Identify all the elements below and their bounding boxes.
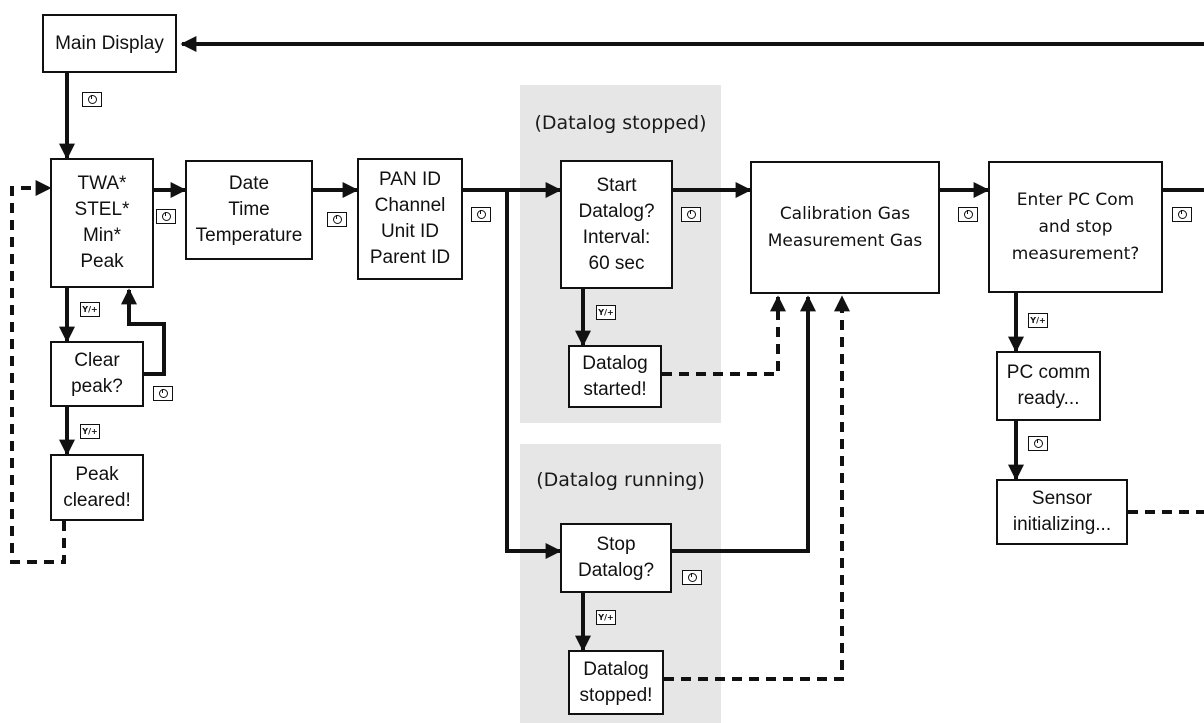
stop-line: Stop (596, 534, 636, 555)
datalog-stopped-line1: Datalog (583, 658, 649, 680)
yes-plus-key-icon: Y/+ (80, 302, 100, 317)
clear-peak-box: Clear peak? (50, 341, 144, 407)
datalog-stopped-line2: stopped! (579, 684, 653, 706)
datetime-box: Date Time Temperature (185, 160, 313, 260)
pan-box: PAN ID Channel Unit ID Parent ID (357, 158, 463, 280)
sensor-init-line2: initializing... (1012, 514, 1112, 535)
stop-to-calibration-arrow (672, 295, 816, 553)
peak-cleared-line1: Peak (75, 463, 119, 485)
unit-id-label: Unit ID (380, 221, 440, 242)
power-button-icon (681, 207, 701, 222)
power-button-icon (82, 92, 102, 107)
parent-id-label: Parent ID (369, 247, 451, 268)
yes-plus-key-icon: Y/+ (1028, 313, 1048, 328)
stop-datalog-box: Stop Datalog? (560, 523, 672, 593)
datalog-stopped-label: (Datalog stopped) (534, 112, 707, 134)
sensor-init-line1: Sensor (1031, 488, 1093, 509)
yes-plus-key-icon: Y/+ (80, 424, 100, 439)
start-label: Start (596, 174, 637, 196)
stats-box: TWA* STEL* Min* Peak (50, 158, 154, 288)
main-display-box: Main Display (42, 14, 177, 73)
interval-value: 60 sec (588, 252, 645, 274)
datalog-started-box: Datalog started! (568, 345, 662, 408)
twa-label: TWA* (77, 173, 127, 194)
power-button-icon (1028, 436, 1048, 451)
min-label: Min* (82, 225, 121, 246)
power-button-icon (471, 207, 491, 222)
clear-peak-line1: Clear (74, 350, 120, 371)
time-label: Time (228, 199, 270, 220)
peak-label: Peak (80, 251, 124, 272)
datalog-running-label: (Datalog running) (536, 469, 705, 491)
datalog-stopped-box: Datalog stopped! (568, 650, 664, 715)
measurement-gas-label: Measurement Gas (767, 230, 923, 251)
peak-cleared-line2: cleared! (63, 489, 131, 511)
datalog-question-label: Datalog? (578, 200, 655, 222)
pc-ready-box: PC comm ready... (996, 351, 1101, 421)
interval-label: Interval: (582, 226, 651, 248)
main-display-text: Main Display (55, 32, 164, 54)
yes-plus-key-icon: Y/+ (596, 305, 616, 320)
power-button-icon (682, 570, 702, 585)
calibration-gas-label: Calibration Gas (779, 203, 911, 224)
pc-com-line1: Enter PC Com (1016, 189, 1135, 210)
date-label: Date (228, 173, 270, 194)
power-button-icon (156, 209, 176, 224)
pc-ready-line2: ready... (1017, 388, 1080, 409)
pc-com-line3: measurement? (1011, 243, 1140, 264)
temperature-label: Temperature (195, 225, 303, 246)
peak-cleared-box: Peak cleared! (50, 454, 144, 521)
stel-label: STEL* (74, 199, 130, 220)
calibration-box: Calibration Gas Measurement Gas (750, 161, 940, 294)
pc-com-line2: and stop (1038, 216, 1113, 237)
pc-com-box: Enter PC Com and stop measurement? (988, 161, 1163, 293)
channel-label: Channel (374, 195, 446, 216)
sensor-init-box: Sensor initializing... (996, 479, 1128, 545)
start-datalog-box: Start Datalog? Interval: 60 sec (560, 160, 673, 289)
power-button-icon (327, 212, 347, 227)
power-button-icon (1172, 207, 1192, 222)
clear-back-arrow (121, 288, 166, 376)
clear-peak-line2: peak? (71, 376, 123, 397)
datalog-started-line1: Datalog (582, 352, 648, 374)
yes-plus-key-icon: Y/+ (596, 610, 616, 625)
pan-to-stop-arrow (505, 190, 562, 559)
pc-ready-line1: PC comm (1006, 362, 1091, 383)
pan-id-label: PAN ID (379, 169, 441, 190)
power-button-icon (153, 386, 173, 401)
power-button-icon (958, 207, 978, 222)
stopped-to-calibration-dashed (664, 295, 850, 681)
started-to-calibration-dashed (662, 295, 786, 376)
datalog-started-line2: started! (583, 378, 647, 400)
cleared-loop-dashed (10, 180, 66, 564)
stop-datalog-question: Datalog? (577, 560, 655, 581)
